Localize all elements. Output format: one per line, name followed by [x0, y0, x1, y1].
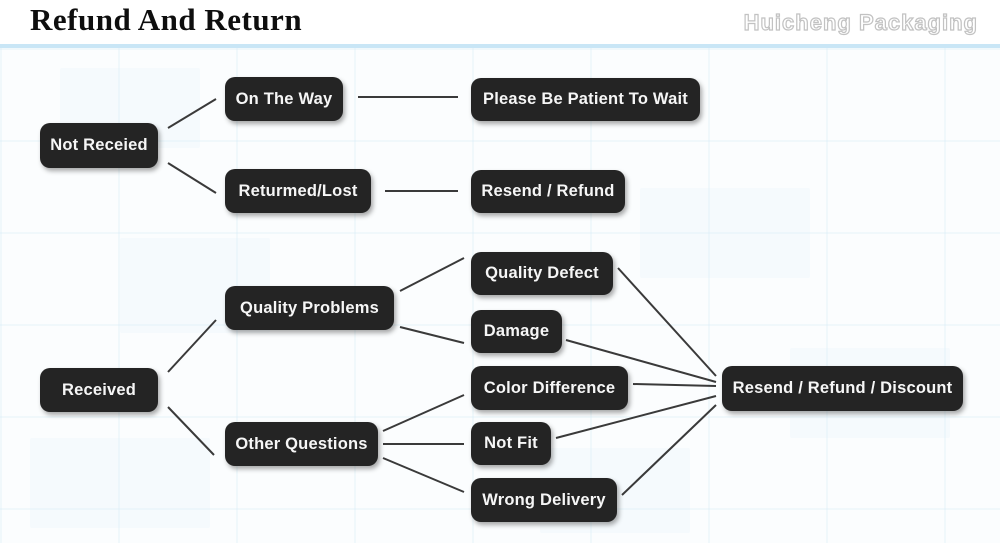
edge-damage-rrd	[565, 339, 717, 383]
node-returned-lost: Returmed/Lost	[225, 169, 371, 213]
edge-other-questions-color-difference	[382, 394, 465, 432]
bg-tile	[30, 438, 210, 528]
node-on-the-way: On The Way	[225, 77, 343, 121]
header-divider	[0, 44, 1000, 48]
bg-tile	[640, 188, 810, 278]
edge-quality-defect-rrd	[617, 267, 717, 377]
edge-color-difference-rrd	[632, 383, 717, 387]
edge-quality-problems-quality-defect	[399, 257, 465, 292]
node-resend-refund: Resend / Refund	[471, 170, 625, 213]
edge-wrong-delivery-rrd	[621, 404, 717, 496]
edge-received-other-questions	[167, 406, 215, 456]
brand-watermark: Huicheng Packaging	[743, 9, 978, 35]
edge-other-questions-wrong-delivery	[382, 457, 465, 493]
node-not-received: Not Receied	[40, 123, 158, 168]
node-resend-refund-discount: Resend / Refund / Discount	[722, 366, 963, 411]
header: Refund And Return Huicheng Packaging	[0, 0, 1000, 44]
edge-quality-problems-damage	[399, 326, 465, 344]
node-not-fit: Not Fit	[471, 422, 551, 465]
node-color-difference: Color Difference	[471, 366, 628, 410]
node-wrong-delivery: Wrong Delivery	[471, 478, 617, 522]
edge-not-received-on-the-way	[167, 98, 217, 129]
node-quality-problems: Quality Problems	[225, 286, 394, 330]
node-damage: Damage	[471, 310, 562, 353]
edge-not-received-returned-lost	[167, 162, 217, 194]
edge-received-quality-problems	[167, 319, 217, 373]
node-received: Received	[40, 368, 158, 412]
node-other-questions: Other Questions	[225, 422, 378, 466]
node-quality-defect: Quality Defect	[471, 252, 613, 295]
node-please-be-patient: Please Be Patient To Wait	[471, 78, 700, 121]
edge-not-fit-rrd	[555, 395, 717, 439]
page-title: Refund And Return	[30, 2, 303, 37]
